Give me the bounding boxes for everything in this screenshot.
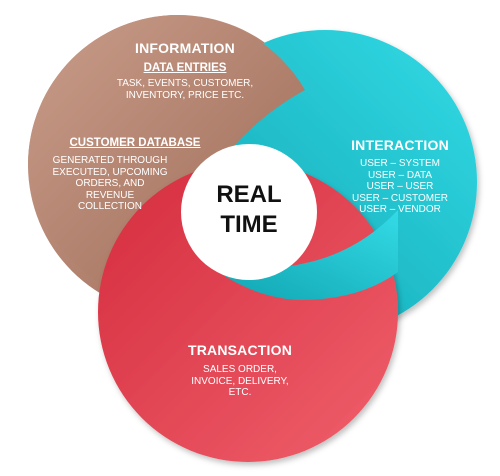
transaction-line: ETC. xyxy=(228,387,252,398)
interaction-title: INTERACTION xyxy=(351,137,449,153)
interaction-line: USER – USER xyxy=(366,181,434,192)
center-label: REAL TIME xyxy=(189,180,309,240)
center-circle xyxy=(181,144,317,280)
interaction-text: USER – SYSTEM USER – DATA USER – USER US… xyxy=(325,158,475,216)
transaction-circle xyxy=(98,162,398,462)
customer-database-line: REVENUE xyxy=(85,189,135,201)
customer-database-text: GENERATED THROUGH EXECUTED, UPCOMING ORD… xyxy=(40,155,180,213)
transaction-line: INVOICE, DELIVERY, xyxy=(191,375,289,387)
information-title: INFORMATION xyxy=(135,40,235,56)
transaction-line: SALES ORDER, xyxy=(203,364,277,375)
customer-database-heading: CUSTOMER DATABASE xyxy=(69,137,201,149)
data-entries-line: TASK, EVENTS, CUSTOMER, xyxy=(116,78,254,89)
data-entries-line: INVENTORY, PRICE ETC. xyxy=(125,89,245,101)
customer-database-line: ORDERS, AND xyxy=(75,178,145,189)
interaction-line: USER – DATA xyxy=(367,169,433,181)
interaction-line: USER – VENDOR xyxy=(359,204,441,215)
customer-database-line: COLLECTION xyxy=(78,201,142,212)
center-label-line2: TIME xyxy=(220,211,278,238)
customer-database-line: GENERATED THROUGH xyxy=(52,155,168,166)
information-overlap xyxy=(28,15,305,300)
transaction-text: SALES ORDER, INVOICE, DELIVERY, ETC. xyxy=(150,364,330,399)
data-entries-text: TASK, EVENTS, CUSTOMER, INVENTORY, PRICE… xyxy=(90,78,280,101)
center-label-line1: REAL xyxy=(216,181,282,208)
customer-database-line: EXECUTED, UPCOMING xyxy=(52,166,168,178)
data-entries-heading: DATA ENTRIES xyxy=(143,62,227,74)
interaction-line: USER – CUSTOMER xyxy=(352,192,448,204)
transaction-title: TRANSACTION xyxy=(187,342,293,358)
interaction-line: USER – SYSTEM xyxy=(359,158,441,169)
